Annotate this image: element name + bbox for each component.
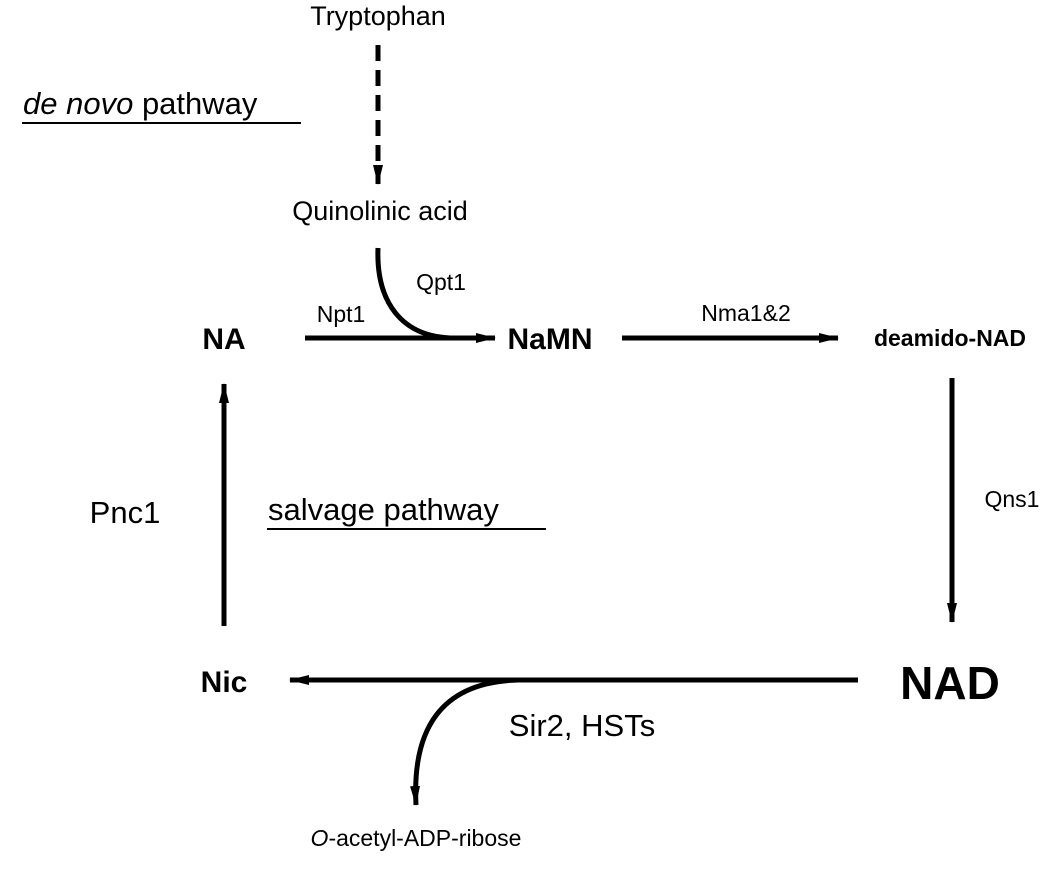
de-novo-italic: de novo <box>23 86 133 121</box>
o-acetyl-adp-ribose-label: O-acetyl-ADP-ribose <box>311 825 522 851</box>
qpt1-label: Qpt1 <box>416 269 466 295</box>
nic-label: Nic <box>201 666 248 699</box>
sir2-hsts-label: Sir2, HSTs <box>509 708 655 743</box>
de-novo-rest: pathway <box>133 86 258 121</box>
tryptophan-label: Tryptophan <box>310 1 446 31</box>
nma-label: Nma1&2 <box>701 300 790 326</box>
quinolinic-acid-label: Quinolinic acid <box>292 196 468 226</box>
acetyl-rest: -acetyl-ADP-ribose <box>328 825 521 851</box>
salvage-pathway-label: salvage pathway <box>268 492 499 527</box>
nad-label: NAD <box>900 657 1000 709</box>
de-novo-pathway-label: de novo pathway <box>23 86 258 121</box>
qns1-label: Qns1 <box>985 486 1040 512</box>
acetyl-prefix: O <box>311 825 329 851</box>
pnc1-label: Pnc1 <box>90 495 161 530</box>
npt1-label: Npt1 <box>317 301 366 327</box>
namn-label: NaMN <box>507 323 592 356</box>
deamido-nad-label: deamido-NAD <box>874 325 1026 351</box>
nad-to-acetyl-adp-ribose-curve <box>410 677 519 806</box>
na-label: NA <box>202 323 245 356</box>
